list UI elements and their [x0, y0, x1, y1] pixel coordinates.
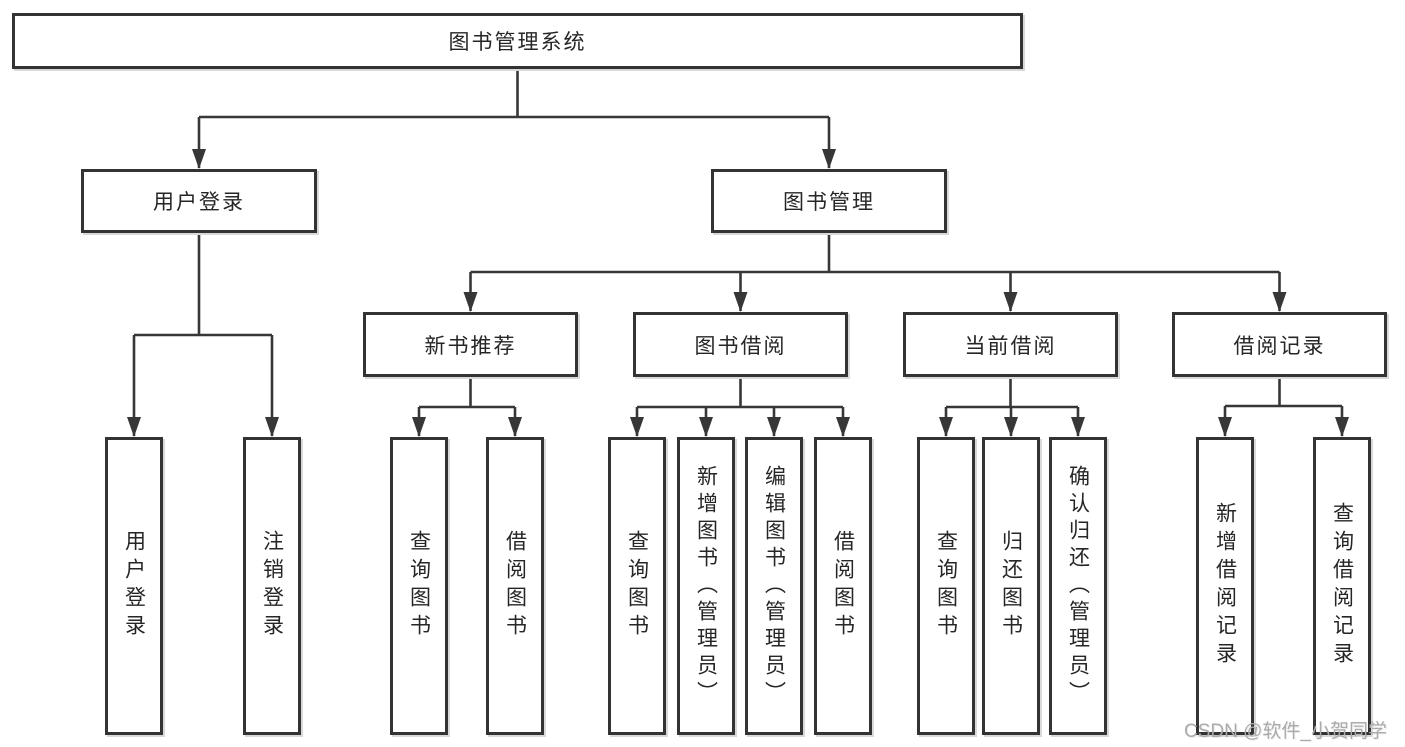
node-new-book-recommend: 新书推荐 — [363, 312, 578, 377]
csdn-watermark: CSDN @软件_小贺同学 — [1184, 721, 1387, 742]
node-label: 图书借阅 — [694, 334, 787, 358]
node-label: 用户登录 — [153, 191, 245, 214]
node-label: 新增借阅记录 — [1213, 502, 1237, 670]
leaf-user-login: 用户登录 — [105, 437, 163, 735]
node-label: 新增图书（管理员） — [694, 464, 718, 708]
node-label: 查询借阅记录 — [1330, 502, 1354, 670]
node-label: 查询图书 — [625, 530, 649, 642]
leaf-add-borrow-record: 新增借阅记录 — [1196, 437, 1254, 735]
node-label: 编辑图书（管理员） — [762, 464, 786, 708]
node-label: 当前借阅 — [964, 334, 1057, 358]
node-label: 确认归还（管理员） — [1066, 464, 1090, 708]
node-user-login: 用户登录 — [81, 169, 317, 233]
connector-arrows — [127, 117, 1349, 437]
node-label: 用户登录 — [122, 530, 146, 642]
node-borrow-record: 借阅记录 — [1172, 312, 1387, 377]
leaf-query-borrow-record: 查询借阅记录 — [1313, 437, 1371, 735]
node-label: 注销登录 — [260, 530, 284, 642]
node-label: 图书管理 — [783, 191, 875, 214]
leaf-logout: 注销登录 — [243, 437, 301, 735]
node-label: 新书推荐 — [424, 334, 517, 358]
leaf-query-books-current: 查询图书 — [917, 437, 975, 735]
node-label: 查询图书 — [934, 530, 958, 642]
node-label: 借阅图书 — [831, 530, 855, 642]
leaf-return-books: 归还图书 — [982, 437, 1040, 735]
leaf-borrow-books: 借阅图书 — [814, 437, 872, 735]
node-label: 借阅记录 — [1233, 334, 1326, 358]
leaf-confirm-return-admin: 确认归还（管理员） — [1049, 437, 1107, 735]
leaf-edit-books-admin: 编辑图书（管理员） — [745, 437, 803, 735]
node-label: 图书管理系统 — [448, 31, 587, 54]
leaf-query-books-borrow: 查询图书 — [608, 437, 666, 735]
leaf-add-books-admin: 新增图书（管理员） — [677, 437, 735, 735]
node-label: 借阅图书 — [503, 530, 527, 642]
node-current-borrow: 当前借阅 — [903, 312, 1118, 377]
node-label: 归还图书 — [999, 530, 1023, 642]
node-label: 查询图书 — [407, 530, 431, 642]
node-book-management: 图书管理 — [711, 169, 947, 233]
node-book-borrow: 图书借阅 — [633, 312, 848, 377]
node-library-management-system: 图书管理系统 — [12, 13, 1023, 69]
leaf-query-books-recommend: 查询图书 — [390, 437, 448, 735]
leaf-borrow-books-recommend: 借阅图书 — [486, 437, 544, 735]
